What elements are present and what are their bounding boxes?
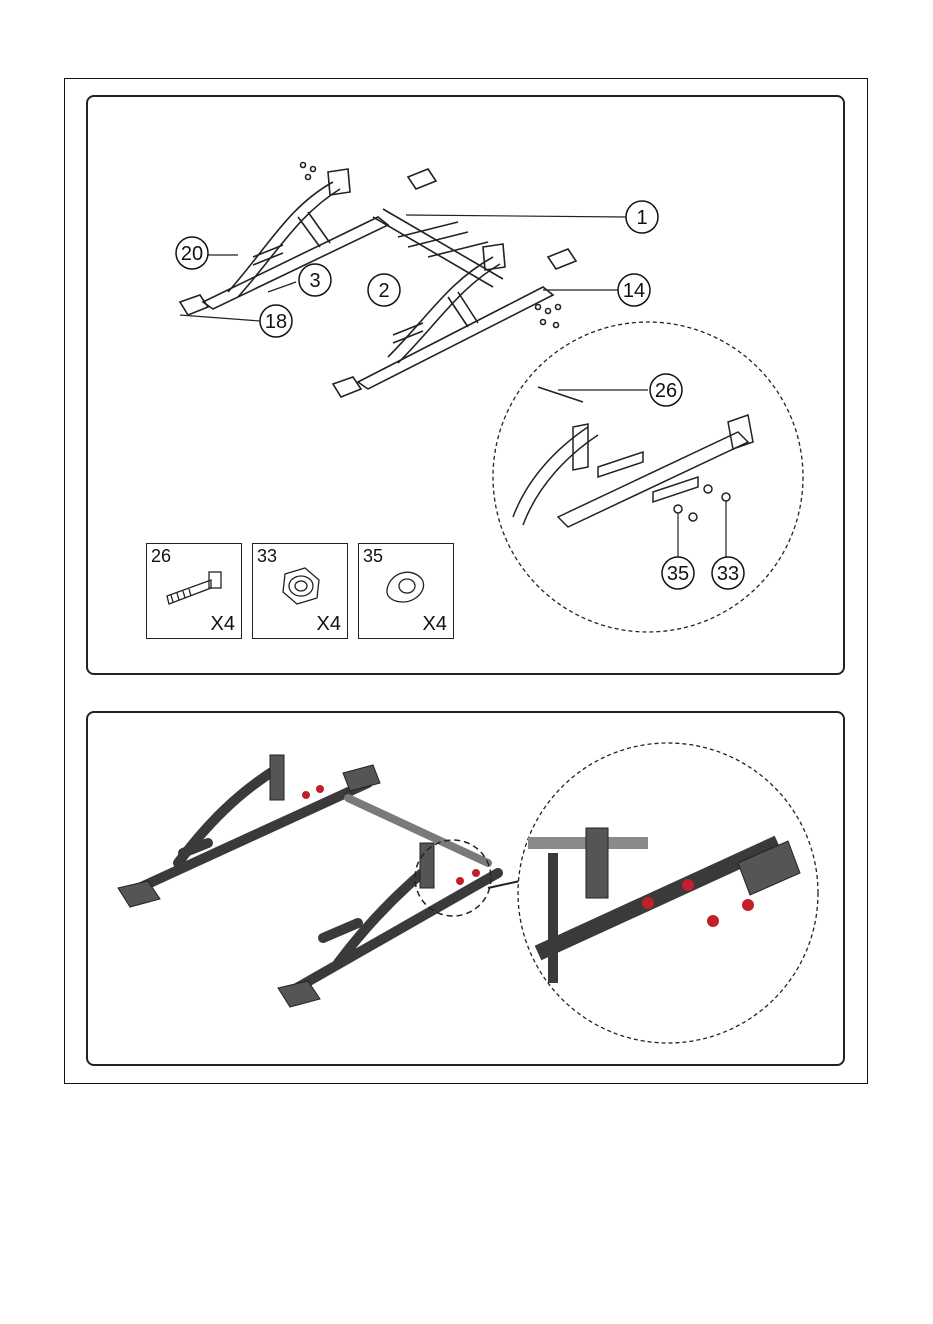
left-base-tube [203,217,388,309]
right-mount-plate [483,244,505,270]
callout-group: 1 2 3 14 18 20 [176,201,658,337]
exploded-view-panel: 1 2 3 14 18 20 [86,95,845,675]
hardware-quantity: X4 [423,613,447,636]
assembled-left-mount-plate [270,755,284,800]
callout-2-label: 2 [378,280,389,302]
hardware-code: 33 [257,546,277,567]
callout-33-label: 33 [717,563,739,585]
hardware-box-bolt: 26 X4 [146,543,242,639]
hardware-code: 26 [151,546,171,567]
callout-3-label: 3 [309,270,320,292]
callout-14-label: 14 [623,280,645,302]
assembled-cross-tube [348,798,488,863]
hardware-code: 35 [363,546,383,567]
end-cap-14 [548,249,576,269]
callout-20-label: 20 [181,243,203,265]
zoom-arrow [488,881,520,888]
right-upright-curve [388,257,493,357]
assembled-view-panel [86,711,845,1066]
assembled-right-base-tube [288,873,498,993]
assembled-detail-zoom [518,743,818,1043]
callout-35-label: 35 [667,563,689,585]
detail-view-zoom: 26 33 35 [493,322,803,632]
handle-2 [393,323,423,343]
hardware-box-washer: 35 X4 [358,543,454,639]
callout-26-label: 26 [655,380,677,402]
assembled-view-drawing [88,713,845,1066]
end-cap-18 [180,295,208,315]
assembled-left-base-tube [128,783,368,893]
hardware-quantity: X4 [317,613,341,636]
hardware-quantity: X4 [211,613,235,636]
hardware-box-nut: 33 X4 [252,543,348,639]
left-mount-plate [328,169,350,195]
callout-1-label: 1 [636,207,647,229]
callout-18-label: 18 [265,311,287,333]
